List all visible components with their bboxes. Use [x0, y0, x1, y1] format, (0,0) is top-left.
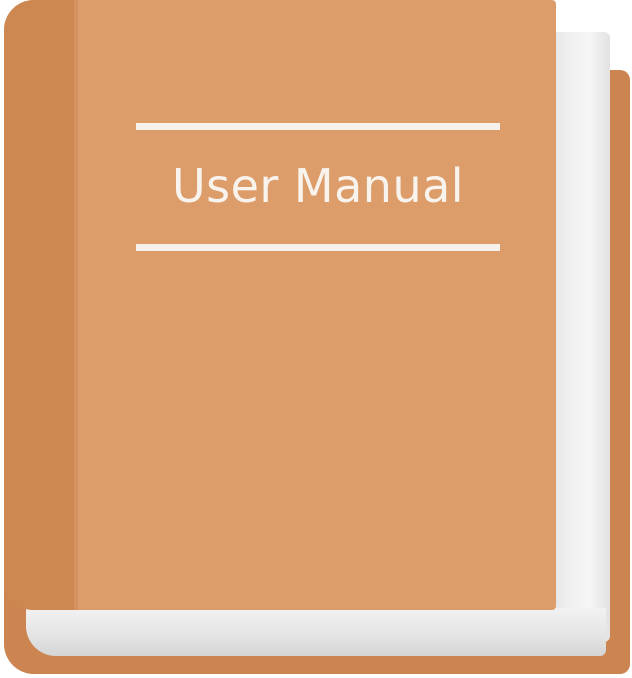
front-cover: User Manual: [4, 0, 556, 610]
book-spine: [4, 0, 74, 610]
page-edges-bottom: [26, 608, 606, 656]
book-title: User Manual: [171, 159, 465, 213]
spine-edge: [74, 0, 78, 610]
title-rule-bottom: [136, 244, 500, 251]
title-rule-top: [136, 123, 500, 130]
